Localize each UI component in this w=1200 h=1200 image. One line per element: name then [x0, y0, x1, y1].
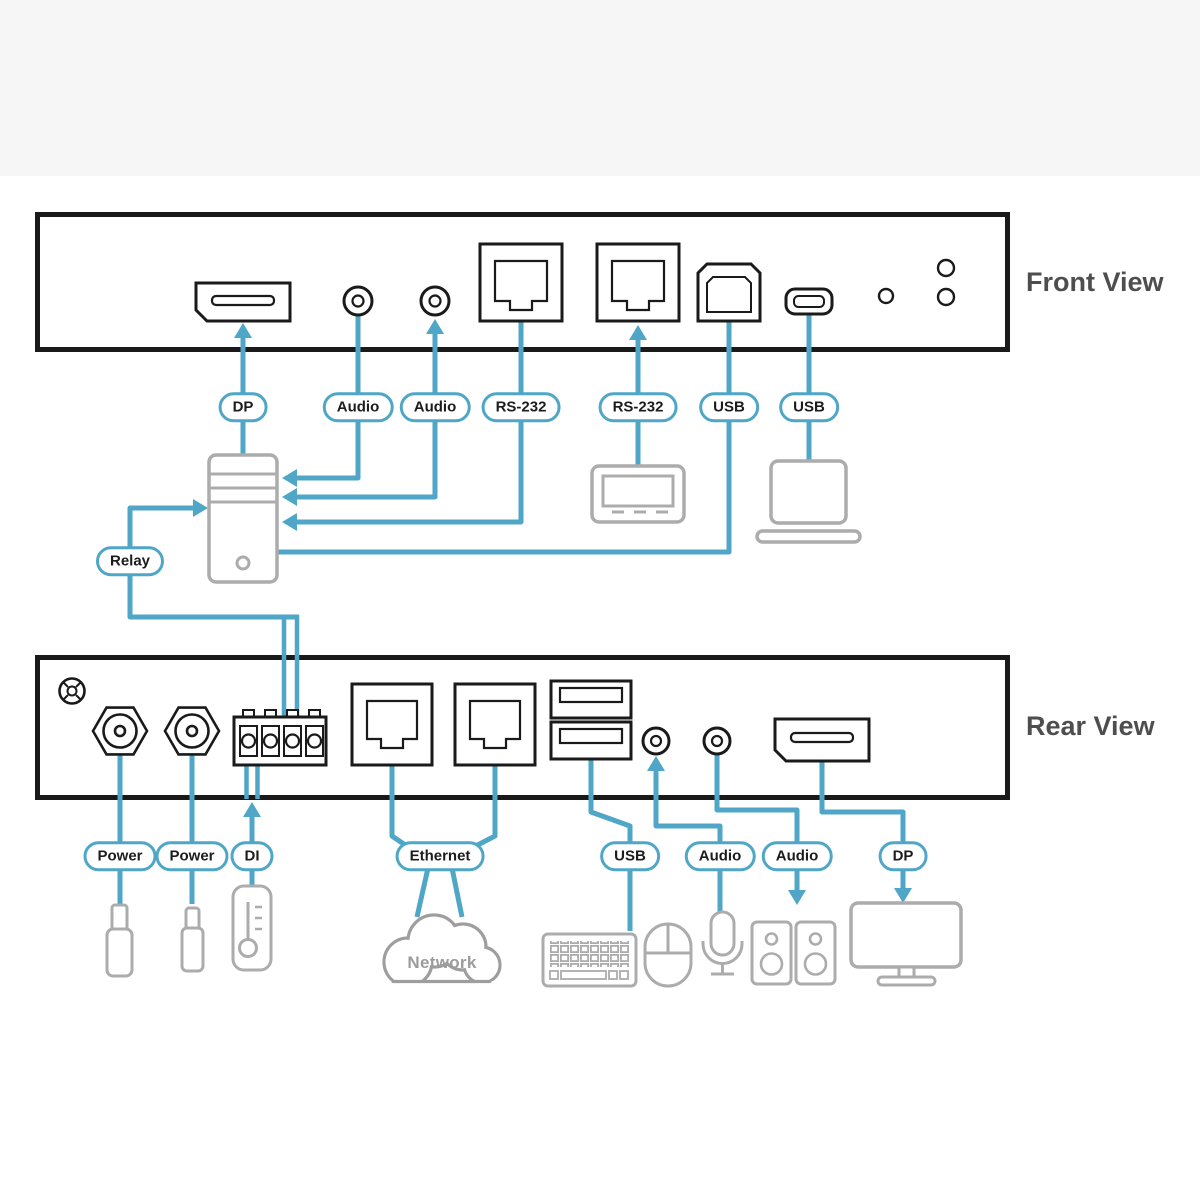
rear-label-power-2: Power — [155, 841, 229, 871]
usb-a-port-2 — [549, 720, 633, 761]
front-label-audio-2: Audio — [399, 392, 471, 422]
arrow-right-relay — [193, 499, 208, 517]
network-cloud-icon — [374, 913, 508, 1007]
arrow-left-audio-2 — [282, 488, 297, 506]
front-label-rs232-2: RS-232 — [598, 392, 678, 422]
wire-rs232-1 — [296, 321, 524, 525]
front-label-usb-2: USB — [779, 392, 839, 422]
arrowheads — [193, 319, 912, 905]
terminal-block — [232, 709, 328, 767]
monitor-icon — [849, 901, 963, 987]
rear-label-usb: USB — [600, 841, 660, 871]
mouse-icon — [643, 922, 693, 988]
arrow-up-dp-front — [234, 323, 252, 338]
front-label-usb-1: USB — [699, 392, 759, 422]
arrow-up-di — [243, 802, 261, 817]
wire-usb-rear — [588, 759, 633, 931]
usb-a-port-1 — [549, 679, 633, 720]
rear-label-ethernet: Ethernet — [395, 841, 485, 871]
thermometer-icon — [231, 884, 273, 972]
laptop-icon — [755, 459, 862, 544]
power-plug-icon-1 — [105, 903, 134, 978]
power-jack-1 — [91, 706, 149, 756]
front-audio-jack-2 — [419, 285, 451, 317]
front-rs232-port-2 — [595, 242, 681, 323]
computer-icon — [207, 453, 279, 584]
speaker-icon-1 — [750, 920, 793, 986]
front-button-2 — [936, 287, 956, 307]
ethernet-port-2 — [453, 682, 537, 767]
front-micro-usb-port — [784, 287, 834, 316]
power-jack-2 — [163, 706, 221, 756]
keyboard-icon — [541, 932, 638, 988]
rear-dp-port — [773, 717, 871, 763]
wire-audio-1-front — [296, 315, 361, 481]
ethernet-port-1 — [350, 682, 434, 767]
arrow-up-audio-mic — [647, 756, 665, 771]
front-led-hole — [877, 287, 895, 305]
speaker-icon-2 — [794, 920, 837, 986]
front-ports — [194, 242, 956, 323]
ground-screw-icon — [58, 677, 86, 705]
arrow-left-rs232 — [282, 513, 297, 531]
rear-label-dp: DP — [878, 841, 928, 871]
microphone-icon — [701, 910, 744, 976]
background-band — [0, 0, 1200, 176]
serial-device-icon — [590, 464, 686, 524]
wire-ethernet-cloud-right — [449, 867, 465, 918]
arrow-left-audio-1 — [282, 469, 297, 487]
wire-ethernet-cloud-left — [414, 867, 431, 918]
network-label: Network — [407, 953, 477, 972]
rear-label-audio-1: Audio — [684, 841, 756, 871]
rear-label-power-1: Power — [83, 841, 157, 871]
front-label-dp: DP — [218, 392, 268, 422]
relay-label: Relay — [95, 546, 165, 576]
rear-ports — [58, 677, 871, 767]
front-button-1 — [936, 258, 956, 278]
front-audio-jack-1 — [342, 285, 374, 317]
arrow-down-speaker — [788, 890, 806, 905]
front-rs232-port-1 — [478, 242, 564, 323]
rear-label-di: DI — [230, 841, 274, 871]
front-usb-b-port — [696, 262, 762, 323]
rear-view-title: Rear View — [1026, 711, 1155, 741]
rear-audio-jack-2 — [702, 726, 732, 756]
front-dp-port — [194, 281, 292, 323]
peripheral-icons — [105, 453, 963, 1007]
front-label-rs232-1: RS-232 — [481, 392, 561, 422]
power-plug-icon-2 — [180, 906, 205, 973]
front-label-audio-1: Audio — [322, 392, 394, 422]
wire-audio-2-front — [296, 332, 438, 500]
arrow-up-rs232-2 — [629, 325, 647, 340]
rear-label-audio-2: Audio — [761, 841, 833, 871]
arrow-down-monitor — [894, 888, 912, 903]
arrow-up-audio-2 — [426, 319, 444, 334]
rear-audio-jack-1 — [641, 726, 671, 756]
front-view-title: Front View — [1026, 267, 1164, 297]
